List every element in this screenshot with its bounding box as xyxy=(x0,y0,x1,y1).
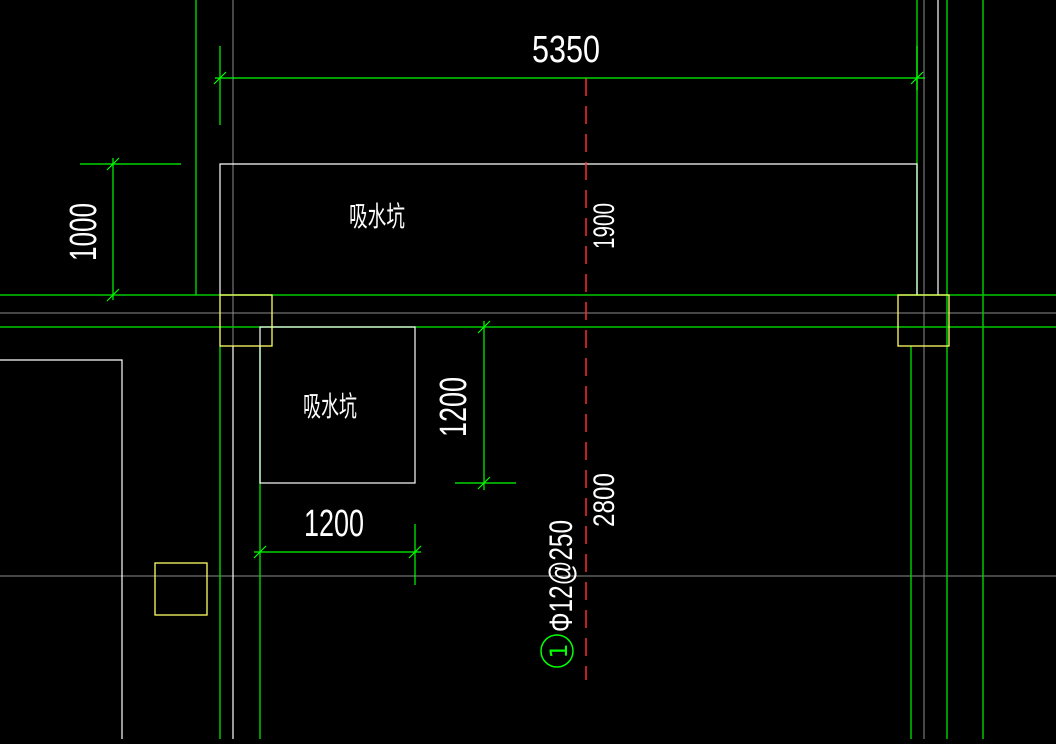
column-bottom-left xyxy=(154,562,208,616)
pit-upper-outline xyxy=(219,163,918,295)
dim-pit-width-tick-right xyxy=(408,545,422,559)
dim-top-length: 5350 xyxy=(532,29,600,71)
dim-pit-width-tick-left xyxy=(253,545,267,559)
dim-pit-height-tick-bottom xyxy=(477,476,491,490)
dim-left-tick-bottom xyxy=(106,288,120,302)
rebar-spec: Φ12@250 xyxy=(543,520,579,632)
rebar-tag-number: 1 xyxy=(545,643,573,658)
dim-top-tick-left xyxy=(213,71,227,85)
dim-left-height: 1000 xyxy=(63,203,105,261)
rebar-tag: 1 xyxy=(540,634,574,668)
dim-pit-width: 1200 xyxy=(304,503,364,545)
room-left-outline xyxy=(0,359,123,739)
pit-lower-outline xyxy=(259,326,416,484)
dim-pit-height-tick-top xyxy=(477,320,491,334)
column-top-right xyxy=(897,294,950,347)
dim-center-lower: 2800 xyxy=(588,473,621,527)
dim-pit-height: 1200 xyxy=(433,377,475,437)
columns xyxy=(154,294,950,616)
rebar-tag-circle xyxy=(540,634,574,668)
pit-lower-label: 吸水坑 xyxy=(303,390,357,423)
dim-left-tick-top xyxy=(106,157,120,171)
column-top-left xyxy=(219,294,273,347)
dim-center-upper: 1900 xyxy=(588,203,621,249)
dim-top-tick-right xyxy=(910,71,924,85)
outline-lines xyxy=(0,0,939,739)
dimension-lines xyxy=(80,46,925,585)
pit-upper-label: 吸水坑 xyxy=(349,200,405,233)
